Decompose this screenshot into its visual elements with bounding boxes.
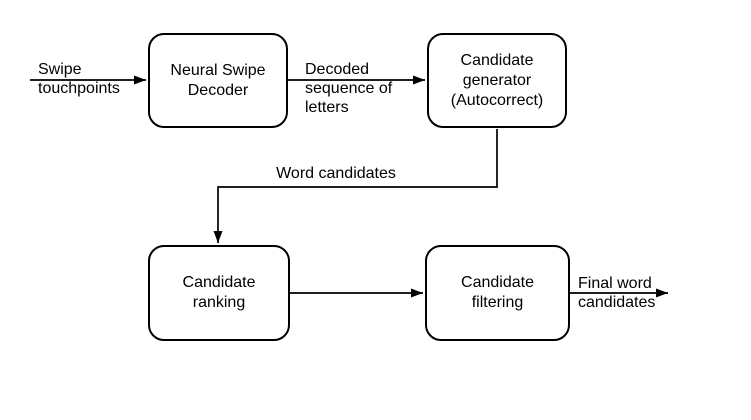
edge-label-word-candidates: Word candidates <box>276 165 396 182</box>
node-neural-swipe-decoder: Neural Swipe Decoder <box>148 33 288 128</box>
node-candidate-filtering: Candidate filtering <box>425 245 570 341</box>
edge-label-swipe-touchpoints: Swipe touchpoints <box>38 61 120 97</box>
node-label-candidate-generator: Candidate generator (Autocorrect) <box>450 51 544 109</box>
edge-label-decoded-sequence-of-letters: Decoded sequence of letters <box>305 61 393 116</box>
node-candidate-ranking: Candidate ranking <box>148 245 290 341</box>
node-label-neural-swipe-decoder: Neural Swipe Decoder <box>170 61 266 99</box>
node-label-candidate-filtering: Candidate filtering <box>461 274 534 311</box>
node-candidate-generator: Candidate generator (Autocorrect) <box>427 33 567 128</box>
edge-word-candidates-arrow <box>213 129 498 243</box>
edge-label-final-word-candidates: Final word candidates <box>578 275 656 311</box>
node-label-candidate-ranking: Candidate ranking <box>182 274 256 311</box>
